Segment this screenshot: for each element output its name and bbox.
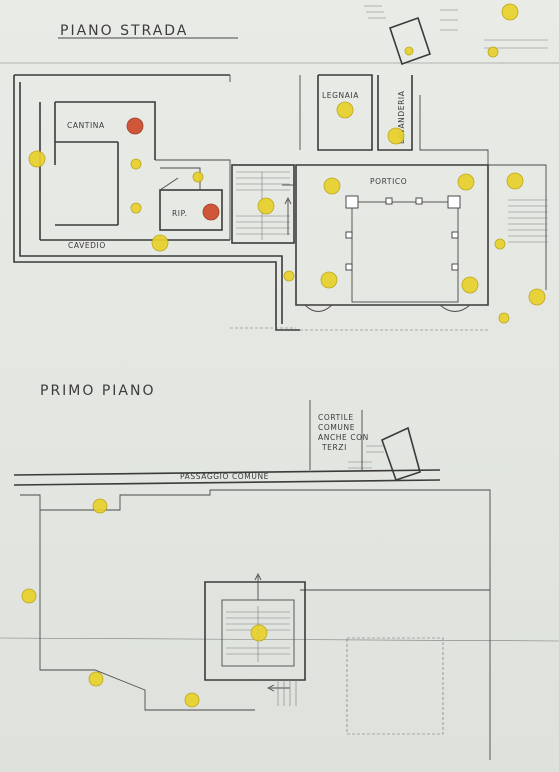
marker bbox=[498, 312, 510, 324]
arches bbox=[304, 304, 471, 312]
dashed-boundary bbox=[230, 327, 488, 331]
first-floor-outline-north bbox=[40, 489, 491, 590]
marker bbox=[387, 127, 405, 145]
marker bbox=[21, 588, 37, 604]
ground-floor-plan: CANTINA RIP. CAVEDIO LEGNAIA LAVANDERIA … bbox=[13, 5, 548, 331]
portico-outer bbox=[295, 164, 489, 306]
stair-arrow bbox=[284, 196, 292, 235]
passaggio-north-wall bbox=[13, 469, 441, 476]
marker bbox=[461, 276, 479, 294]
lavanderia-walls bbox=[377, 75, 413, 151]
marker bbox=[92, 498, 108, 514]
stair-core-walls bbox=[204, 581, 306, 681]
entrance-stair-tower bbox=[388, 16, 432, 66]
cortile-walls bbox=[309, 400, 363, 470]
stair-core-lower-steps bbox=[277, 680, 297, 706]
label-portico: PORTICO bbox=[370, 177, 407, 186]
label-cantina: CANTINA bbox=[67, 121, 105, 130]
title-piano-strada: PIANO STRADA bbox=[60, 23, 188, 39]
ripostiglio-partition bbox=[159, 167, 201, 191]
legnaia-walls bbox=[317, 74, 373, 151]
label-terzi: TERZI bbox=[321, 443, 347, 452]
marker bbox=[130, 158, 142, 170]
marker bbox=[506, 172, 524, 190]
marker bbox=[283, 270, 295, 282]
courtyard bbox=[351, 201, 459, 303]
marker bbox=[257, 197, 275, 215]
passaggio-south-wall bbox=[13, 479, 441, 486]
marker bbox=[88, 671, 104, 687]
label-rip: RIP. bbox=[172, 209, 188, 218]
inner-wall-west bbox=[19, 82, 283, 324]
first-floor-outline-west bbox=[20, 494, 255, 711]
east-stair-wall bbox=[488, 164, 547, 290]
marker bbox=[130, 202, 142, 214]
marker bbox=[250, 624, 268, 642]
label-cortile: CORTILE bbox=[318, 413, 354, 422]
marker bbox=[528, 288, 546, 306]
label-comune: COMUNE bbox=[318, 423, 355, 432]
marker bbox=[184, 692, 200, 708]
marker bbox=[404, 46, 414, 56]
label-cavedio: CAVEDIO bbox=[68, 241, 106, 250]
marker bbox=[320, 271, 338, 289]
marker bbox=[126, 117, 144, 135]
cavedio-boundary bbox=[39, 102, 230, 241]
marker bbox=[336, 101, 354, 119]
first-floor-plan: PASSAGGIO COMUNE CORTILE COMUNE ANCHE CO… bbox=[13, 400, 491, 760]
marker bbox=[501, 3, 519, 21]
corridor-walls bbox=[155, 159, 231, 240]
label-anche-con: ANCHE CON bbox=[318, 433, 369, 442]
label-lavanderia: LAVANDERIA bbox=[397, 90, 406, 144]
portico-east-wall bbox=[419, 95, 489, 165]
stair-core-arrow bbox=[254, 572, 262, 600]
dashed-area bbox=[346, 637, 444, 735]
marker bbox=[202, 203, 220, 221]
marker bbox=[28, 150, 46, 168]
cantina-walls bbox=[54, 101, 156, 226]
marker bbox=[457, 173, 475, 191]
first-floor-outline-east bbox=[300, 589, 491, 760]
cortile-steps bbox=[348, 445, 384, 469]
ripostiglio-walls bbox=[159, 189, 223, 231]
label-legnaia: LEGNAIA bbox=[322, 91, 359, 100]
marker bbox=[487, 46, 499, 58]
marker bbox=[323, 177, 341, 195]
east-stair-steps bbox=[508, 199, 548, 243]
stair-core-arrow bbox=[266, 684, 290, 692]
marker bbox=[151, 234, 169, 252]
marker bbox=[192, 171, 204, 183]
title-primo-piano: PRIMO PIANO bbox=[40, 383, 156, 399]
marker bbox=[494, 238, 506, 250]
portico-pillars bbox=[345, 195, 461, 271]
staircase-walls bbox=[231, 164, 295, 244]
fold-line bbox=[0, 637, 559, 642]
staircase-steps bbox=[236, 171, 290, 240]
cortile-stair-tower bbox=[381, 426, 421, 482]
outer-wall-west bbox=[13, 74, 300, 331]
label-passaggio-comune: PASSAGGIO COMUNE bbox=[180, 472, 269, 481]
location-markers bbox=[21, 3, 546, 708]
